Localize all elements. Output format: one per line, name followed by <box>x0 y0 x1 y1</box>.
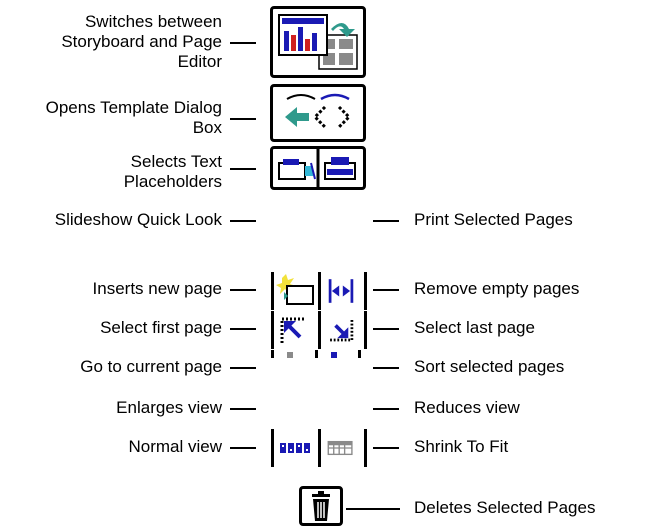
leader-line <box>373 289 399 291</box>
text-placeholder-icon <box>278 149 356 187</box>
callout-reduce: Reduces view <box>414 398 520 417</box>
callout-print: Print Selected Pages <box>414 210 573 229</box>
leader-line <box>230 42 256 44</box>
normal-view-icon[interactable] <box>274 429 318 467</box>
callout-slideshow: Slideshow Quick Look <box>54 210 222 229</box>
leader-line <box>230 447 256 449</box>
template-dialog-button[interactable] <box>270 84 366 142</box>
trash-icon <box>312 491 330 521</box>
callout-goto-current: Go to current page <box>80 357 222 376</box>
separator <box>318 311 321 349</box>
callout-enlarge: Enlarges view <box>116 398 222 417</box>
separator <box>318 272 321 310</box>
leader-line <box>373 447 399 449</box>
select-text-placeholders-button[interactable] <box>270 146 366 190</box>
shrink-to-fit-icon[interactable] <box>321 429 361 467</box>
callout-switch: Switches between Storyboard and Page Edi… <box>61 12 222 71</box>
leader-line <box>230 328 256 330</box>
page-tools-row-2 <box>271 311 367 349</box>
leader-line <box>230 408 256 410</box>
remove-empty-pages-icon[interactable] <box>321 272 361 310</box>
callout-insert: Inserts new page <box>92 279 222 298</box>
page-tools-row-1 <box>271 272 367 310</box>
separator <box>318 429 321 467</box>
leader-line <box>230 168 256 170</box>
leader-line <box>230 118 256 120</box>
last-page-icon[interactable] <box>321 311 361 349</box>
leader-line <box>373 220 399 222</box>
callout-remove-empty: Remove empty pages <box>414 279 580 298</box>
template-dialog-icon <box>285 93 352 129</box>
storyboard-page-editor-switch-button[interactable] <box>270 6 366 78</box>
leader-line <box>230 220 256 222</box>
leader-line <box>346 508 400 510</box>
leader-line <box>373 408 399 410</box>
callout-select-first: Select first page <box>100 318 222 337</box>
leader-line <box>230 289 256 291</box>
callout-shrink: Shrink To Fit <box>414 437 509 456</box>
leader-line <box>373 367 399 369</box>
first-page-icon[interactable] <box>274 311 318 349</box>
callout-normal: Normal view <box>128 437 222 456</box>
callout-template: Opens Template Dialog Box <box>45 98 222 137</box>
leader-line <box>230 367 256 369</box>
page-tools-row-5 <box>271 429 367 467</box>
storyboard-page-editor-switch-icon <box>278 14 358 70</box>
page-tools-row-3-partial <box>271 350 367 358</box>
delete-selected-pages-button[interactable] <box>299 486 343 526</box>
leader-line <box>373 328 399 330</box>
insert-page-icon[interactable] <box>274 272 318 310</box>
callout-select-text: Selects Text Placeholders <box>123 152 222 191</box>
callout-select-last: Select last page <box>414 318 535 337</box>
callout-delete: Deletes Selected Pages <box>414 498 596 517</box>
callout-sort: Sort selected pages <box>414 357 565 376</box>
